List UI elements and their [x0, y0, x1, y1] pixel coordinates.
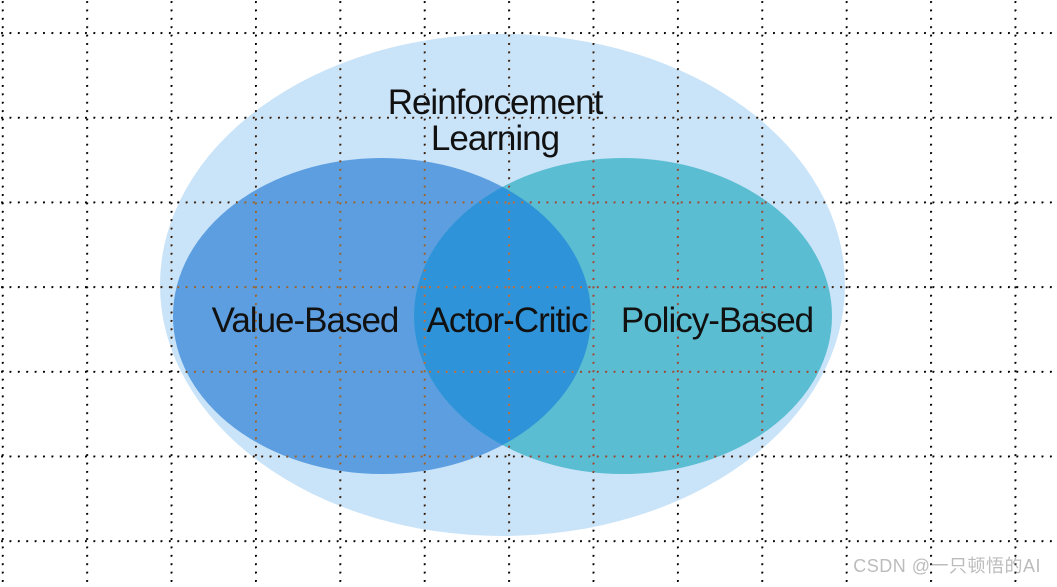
actor-critic-label: Actor-Critic — [426, 301, 588, 340]
diagram-title: Reinforcement Learning — [387, 83, 604, 158]
policy-based-label: Policy-Based — [620, 301, 814, 340]
value-based-label: Value-Based — [211, 301, 400, 340]
title-line-2: Learning — [430, 119, 560, 158]
csdn-watermark: CSDN @一只顿悟的AI — [853, 556, 1041, 576]
title-line-1: Reinforcement — [387, 83, 604, 122]
